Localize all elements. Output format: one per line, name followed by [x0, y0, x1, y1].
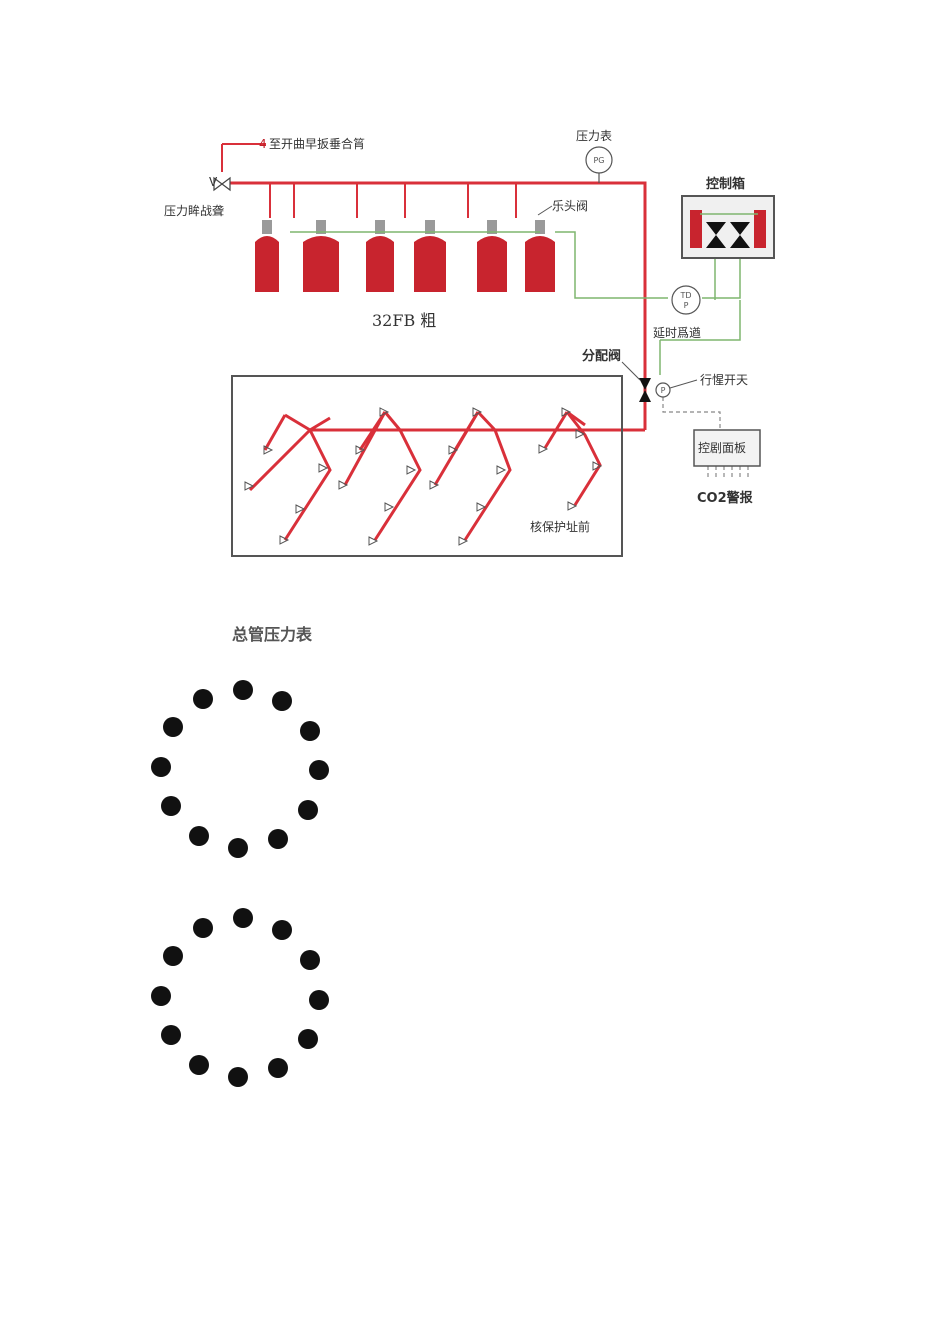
to-cylinder-label: 至开曲早扳垂合筲: [269, 136, 365, 151]
relief-valve-icon: [213, 176, 231, 192]
cylinder: [366, 220, 394, 292]
relief-valve-label: 压力眸战聋: [164, 203, 224, 218]
limit-switch-icon: [655, 382, 671, 398]
gauge-td-label: TD: [679, 291, 691, 300]
control-panel-label: 控剧面板: [698, 441, 746, 455]
main-pipe-pressure-gauge-heading: 总管压力表: [232, 625, 313, 644]
cylinder: [477, 220, 507, 292]
distribution-valve-label: 分配阀: [582, 348, 621, 364]
distribution-valve-icon: [639, 378, 651, 402]
cylinder: [303, 220, 339, 292]
time-delay-label: 延时爲遒: [653, 326, 701, 340]
pressure-gauge-label: 压力表: [576, 129, 612, 143]
limit-switch-label: 行惺开天: [700, 372, 748, 387]
gauge-p2-label: P: [661, 386, 666, 395]
co2-alarm-label: CO2警报: [697, 490, 754, 506]
protected-area-box: [231, 375, 623, 557]
nozzles: [244, 407, 603, 546]
cylinder: [525, 220, 555, 292]
to-cylinder-prefix: 4: [259, 137, 267, 151]
signal-lines: [290, 231, 741, 375]
cylinder: [255, 220, 279, 292]
cylinder: [414, 220, 446, 292]
head-valve-label: 乐头阀: [552, 199, 588, 213]
control-box-label: 控制箱: [706, 176, 745, 192]
protected-area-label: 核保护址前: [530, 519, 590, 534]
gauge-pg-label: PG: [593, 156, 604, 165]
storage-cylinders: [255, 220, 555, 292]
gauge-p-label: P: [684, 301, 689, 310]
dot-ring-1: [151, 680, 329, 858]
control-box: [681, 195, 775, 259]
control-panel-box: [693, 429, 761, 467]
time-delay-icon: [671, 285, 701, 315]
dashed-wiring: [662, 397, 749, 480]
manifold-pipes: [221, 143, 647, 432]
cylinder-group-label: 32FB 粗: [372, 311, 436, 330]
dot-ring-2: [151, 908, 329, 1087]
discharge-pipes: [248, 410, 602, 541]
valve-v-label: V: [209, 175, 218, 189]
